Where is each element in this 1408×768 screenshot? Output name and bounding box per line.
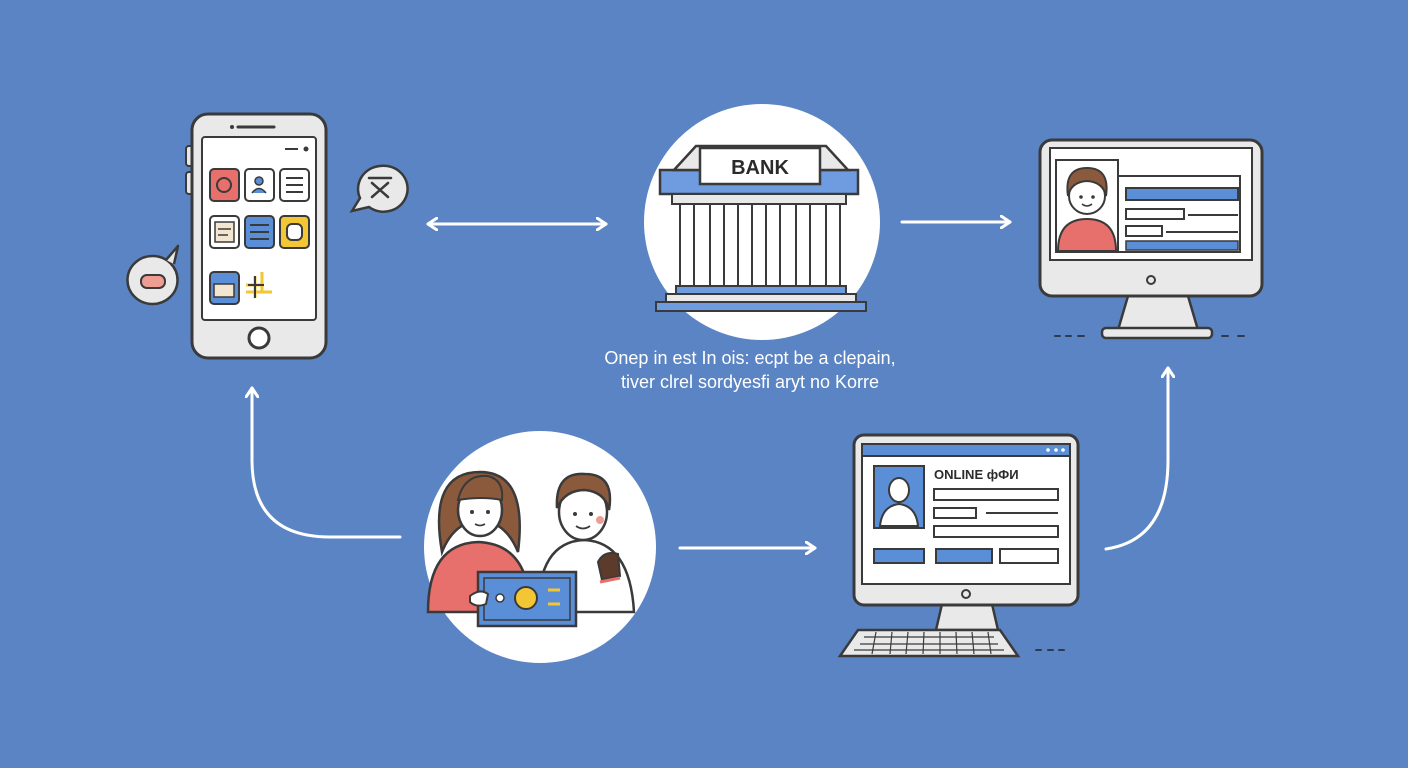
- people-icon: [424, 431, 656, 663]
- chat-bubble-icon: [126, 244, 180, 306]
- caption-line-1: Onep in est In ois: ecpt be a clepain,: [604, 348, 896, 368]
- dash-marks: [1035, 335, 1245, 651]
- computer-online-form: ONLINE фФИ: [852, 433, 1080, 632]
- app-tile-card: [209, 271, 240, 305]
- app-tile-plus: [246, 272, 272, 298]
- app-tile-user: [244, 168, 275, 202]
- keyboard-icon: [837, 628, 1021, 658]
- online-form-title: ONLINE фФИ: [934, 467, 1019, 482]
- app-tile-lines: [244, 215, 275, 249]
- app-tile-list: [279, 168, 310, 202]
- app-tile-doc: [209, 215, 240, 249]
- bank-building-icon: BANK: [644, 104, 880, 340]
- flow-arrows: [252, 222, 1168, 549]
- arrow-people-phone: [252, 386, 402, 539]
- bank-label: BANK: [731, 157, 789, 179]
- avatar: [1055, 159, 1119, 253]
- app-tile-money: [209, 168, 240, 202]
- diagram-caption: Onep in est In ois: ecpt be a clepain, t…: [540, 346, 960, 394]
- profile-card-icon: [873, 465, 925, 529]
- speech-bubble-icon: [349, 164, 409, 213]
- caption-line-2: tiver clrel sordyesfi aryt no Korre: [620, 372, 880, 392]
- arrow-computer-monitor: [1104, 366, 1168, 551]
- desktop-monitor-icon: [1038, 138, 1264, 340]
- app-tile-coin: [279, 215, 310, 249]
- banknote-icon: [469, 570, 578, 628]
- smartphone-icon: [185, 112, 328, 360]
